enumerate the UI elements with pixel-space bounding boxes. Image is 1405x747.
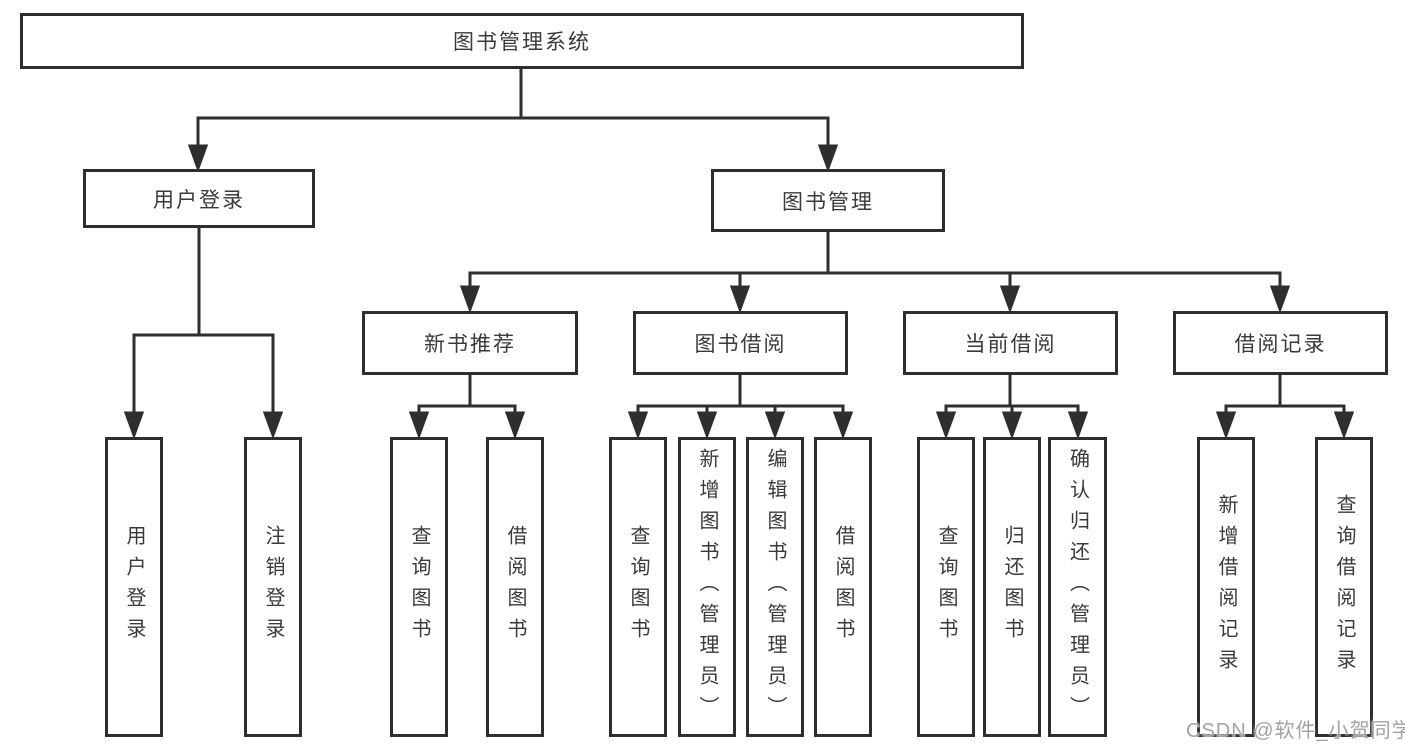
arrowhead xyxy=(408,411,430,440)
arrowhead xyxy=(123,411,145,440)
node-leaf-br-add-record: 新增借阅记录 xyxy=(1197,437,1255,737)
node-leaf-nb-query-books: 查询图书 xyxy=(390,437,448,737)
node-label: 确认归还（管理员） xyxy=(1066,447,1089,727)
node-label: 新增借阅记录 xyxy=(1215,494,1237,680)
arrowhead xyxy=(504,411,526,440)
arrowhead xyxy=(817,144,839,173)
node-label: 新增图书（管理员） xyxy=(696,447,718,727)
node-leaf-nb-borrow-books: 借阅图书 xyxy=(486,437,544,737)
arrowhead xyxy=(999,285,1021,314)
arrowhead xyxy=(729,285,751,314)
arrowhead xyxy=(832,411,854,440)
node-leaf-bb-borrow-books: 借阅图书 xyxy=(814,437,872,737)
node-label: 注销登录 xyxy=(262,525,284,649)
node-leaf-bb-edit-books-admin: 编辑图书（管理员） xyxy=(746,437,804,737)
node-leaf-cb-query-books: 查询图书 xyxy=(917,437,975,737)
node-book-management-branch: 图书管理 xyxy=(711,169,945,232)
node-user-login-branch: 用户登录 xyxy=(83,169,315,228)
node-leaf-bb-query-books: 查询图书 xyxy=(609,437,667,737)
node-borrow-records: 借阅记录 xyxy=(1173,311,1388,375)
node-label: 查询图书 xyxy=(627,525,649,649)
node-label: 查询图书 xyxy=(408,525,430,649)
arrowhead xyxy=(696,411,718,440)
arrowhead xyxy=(1067,411,1089,440)
csdn-watermark: CSDN @软件_小贺同学 xyxy=(1186,720,1405,742)
node-book-borrow: 图书借阅 xyxy=(633,311,848,375)
arrowhead xyxy=(1333,411,1355,440)
node-new-book-recommend: 新书推荐 xyxy=(362,311,578,375)
node-leaf-cb-return-books: 归还图书 xyxy=(983,437,1041,737)
node-label: 归还图书 xyxy=(1001,525,1023,649)
node-leaf-logout-login: 注销登录 xyxy=(244,437,302,737)
node-leaf-br-query-record: 查询借阅记录 xyxy=(1315,437,1373,737)
node-leaf-bb-add-books-admin: 新增图书（管理员） xyxy=(678,437,736,737)
node-label: 借阅图书 xyxy=(504,525,526,649)
arrowhead xyxy=(187,144,209,173)
arrowhead xyxy=(764,411,786,440)
node-current-borrow: 当前借阅 xyxy=(903,311,1118,375)
node-label: 借阅图书 xyxy=(832,525,854,649)
node-root-library-management-system: 图书管理系统 xyxy=(20,13,1024,69)
arrowhead xyxy=(1215,411,1237,440)
arrowhead xyxy=(1001,411,1023,440)
node-leaf-cb-confirm-return-admin: 确认归还（管理员） xyxy=(1048,437,1107,737)
arrowhead xyxy=(627,411,649,440)
arrowhead xyxy=(459,285,481,314)
node-label: 用户登录 xyxy=(123,525,145,649)
arrowhead xyxy=(262,411,284,440)
node-label: 查询借阅记录 xyxy=(1333,494,1355,680)
node-label: 编辑图书（管理员） xyxy=(764,447,786,727)
arrowhead xyxy=(935,411,957,440)
node-leaf-user-login: 用户登录 xyxy=(105,437,163,737)
arrowhead xyxy=(1269,285,1291,314)
node-label: 查询图书 xyxy=(935,525,957,649)
